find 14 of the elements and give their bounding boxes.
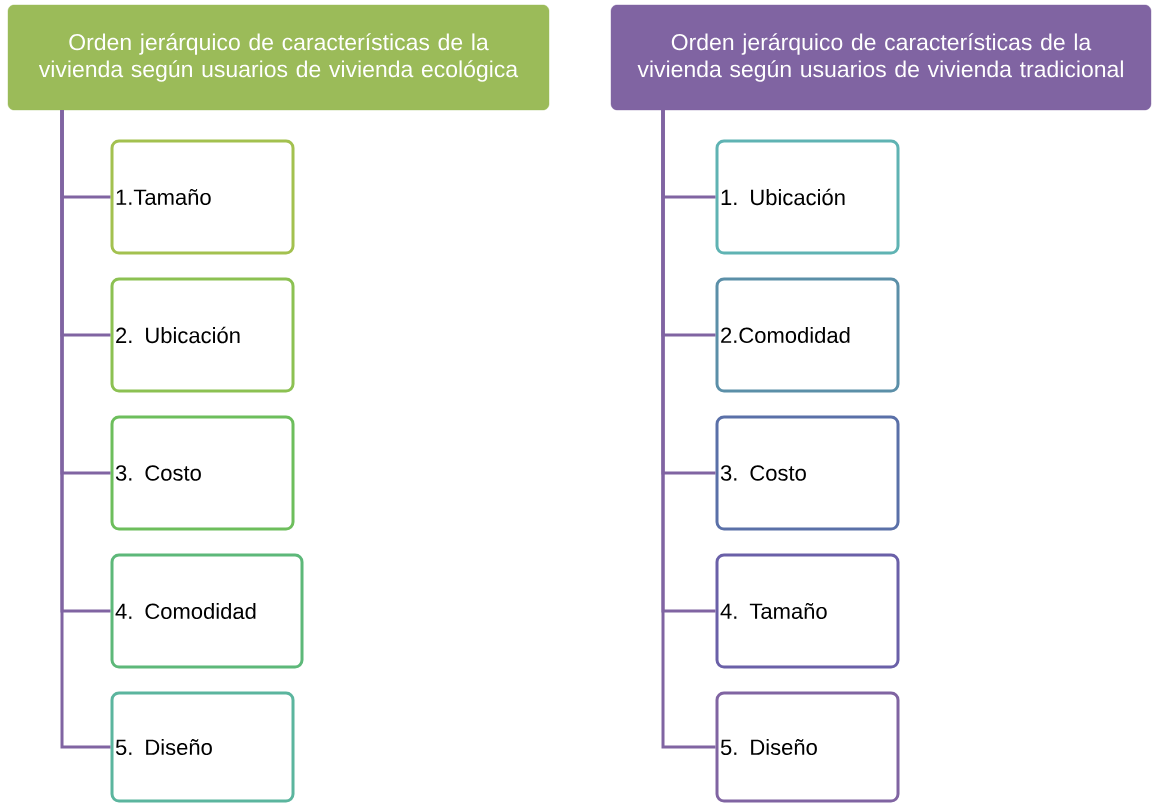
header-box: Orden jerárquico de características de la vivienda según usuarios de vivienda ecológica (7, 4, 550, 111)
header-box: Orden jerárquico de características de la vivienda según usuarios de vivienda tradicional (610, 4, 1152, 111)
connector-line (661, 110, 716, 749)
item-box: 4. Tamaño (715, 553, 900, 669)
item-box: 3. Costo (715, 415, 900, 531)
item-box: 1. Ubicación (715, 139, 900, 255)
item-box: 5. Diseño (110, 691, 295, 803)
connector-line (60, 110, 111, 749)
item-box: 2. Ubicación (110, 277, 295, 393)
item-box: 2.Comodidad (715, 277, 900, 393)
item-box: 3. Costo (110, 415, 295, 531)
item-box: 4. Comodidad (110, 553, 304, 669)
item-box: 1.Tamaño (110, 139, 295, 255)
item-box: 5. Diseño (715, 691, 900, 803)
